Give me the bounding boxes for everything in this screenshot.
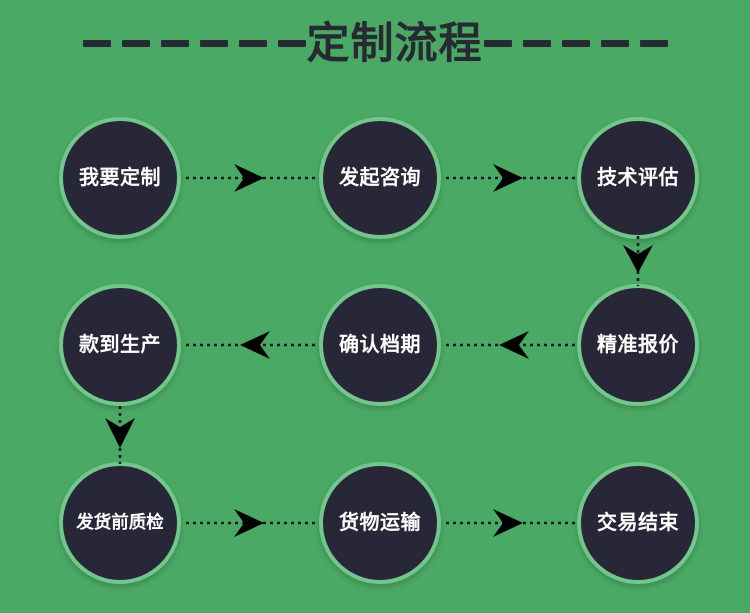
flow-node-jing-zhun-bao-jia[interactable]: 精准报价 <box>577 284 699 406</box>
flow-node-que-ren-dang-qi[interactable]: 确认档期 <box>319 284 441 406</box>
flow-node-jiao-yi-jie-shu[interactable]: 交易结束 <box>577 462 699 584</box>
title-dash-icon <box>121 39 150 47</box>
title-dash-icon <box>199 39 228 47</box>
title-dashes-right <box>483 39 668 47</box>
title-dash-icon <box>82 39 111 47</box>
title-dash-icon <box>561 39 590 47</box>
flow-node-fa-qi-zi-xun[interactable]: 发起咨询 <box>319 117 441 239</box>
flow-node-label: 精准报价 <box>597 334 679 356</box>
flow-node-label: 确认档期 <box>339 334 421 356</box>
title-dash-icon <box>277 39 306 47</box>
flow-node-kuan-dao-sheng-chan[interactable]: 款到生产 <box>59 284 181 406</box>
title-dash-icon <box>160 39 189 47</box>
connector-arrow-right-icon <box>446 507 576 539</box>
connector-arrow-down-icon <box>606 236 670 286</box>
title-dash-icon <box>600 39 629 47</box>
connector-arrow-left-icon <box>446 329 576 361</box>
title-dash-icon <box>639 39 668 47</box>
connector-arrow-down-icon <box>88 406 152 464</box>
flow-node-huo-wu-yun-shu[interactable]: 货物运输 <box>319 462 441 584</box>
connector-arrow-left-icon <box>186 329 318 361</box>
title-dash-icon <box>522 39 551 47</box>
title-dash-icon <box>238 39 267 47</box>
flow-node-ji-shu-ping-gu[interactable]: 技术评估 <box>577 117 699 239</box>
connector-arrow-right-icon <box>186 507 318 539</box>
flow-node-wo-yao-ding-zhi[interactable]: 我要定制 <box>59 117 181 239</box>
flow-node-label: 发货前质检 <box>76 512 164 533</box>
flow-node-label: 技术评估 <box>597 167 679 189</box>
title-dash-icon <box>483 39 512 47</box>
flow-node-label: 交易结束 <box>597 512 679 534</box>
title-dashes-left <box>82 39 306 47</box>
connector-arrow-right-icon <box>186 162 318 194</box>
flow-node-fa-huo-qian-zhi-jian[interactable]: 发货前质检 <box>59 462 181 584</box>
page-title: 定制流程 <box>0 12 750 74</box>
page-title-text: 定制流程 <box>306 19 483 68</box>
flow-node-label: 发起咨询 <box>339 167 421 189</box>
connector-arrow-right-icon <box>446 162 576 194</box>
flow-node-label: 款到生产 <box>79 334 161 356</box>
flow-node-label: 我要定制 <box>79 167 161 189</box>
flow-node-label: 货物运输 <box>339 512 421 534</box>
